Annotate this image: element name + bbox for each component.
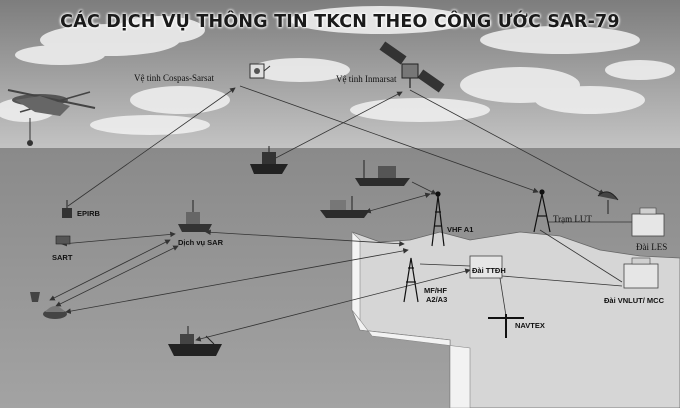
- arrows: [49, 85, 635, 342]
- lut-tower-icon: [533, 189, 551, 233]
- sart-icon: [55, 235, 71, 245]
- sart-label: SART: [52, 253, 73, 262]
- cospas-satellite-icon: [249, 63, 271, 79]
- survivor-icon: [30, 292, 40, 302]
- cospas-label: Vệ tinh Cospas-Sarsat: [134, 73, 214, 83]
- les-label: Đài LES: [636, 242, 668, 252]
- navtex-label: NAVTEX: [515, 321, 545, 330]
- les-building-icon: [631, 207, 665, 237]
- fishing-boat-icon: [250, 146, 288, 174]
- mfhf-label-2: A2/A3: [426, 295, 448, 304]
- epirb-icon: [62, 200, 72, 218]
- epirb-label: EPIRB: [77, 209, 100, 218]
- vhf-tower-icon: [431, 191, 445, 247]
- liferaft-icon: [43, 306, 67, 319]
- les-dish-icon: [597, 191, 619, 214]
- cargo-ship-icon: [320, 196, 370, 218]
- clouds: [0, 6, 675, 135]
- navtex-antenna-icon: [488, 314, 524, 338]
- diagram-title: CÁC DỊCH VỤ THÔNG TIN TKCN THEO CÔNG ƯỚC…: [60, 12, 620, 32]
- sar-vessel-icon: [178, 200, 212, 232]
- inmarsat-satellite-icon: [379, 41, 445, 93]
- vnlut-building-icon: [623, 257, 659, 289]
- trawler-icon: [355, 160, 410, 186]
- ttdh-label: Đài TTĐH: [472, 266, 506, 275]
- mfhf-label-1: MF/HF: [424, 286, 447, 295]
- ttdh-building-icon: [469, 255, 503, 279]
- lut-label: Trạm LUT: [553, 214, 592, 224]
- warship-icon: [168, 326, 222, 356]
- vnlut-label: Đài VNLUT/ MCC: [604, 296, 664, 305]
- inmarsat-label: Vệ tinh Inmarsat: [336, 74, 397, 84]
- vhf-label: VHF A1: [447, 225, 474, 234]
- helicopter-icon: [7, 89, 96, 146]
- mfhf-tower-icon: [403, 257, 419, 303]
- sar-service-label: Dịch vụ SAR: [178, 238, 224, 247]
